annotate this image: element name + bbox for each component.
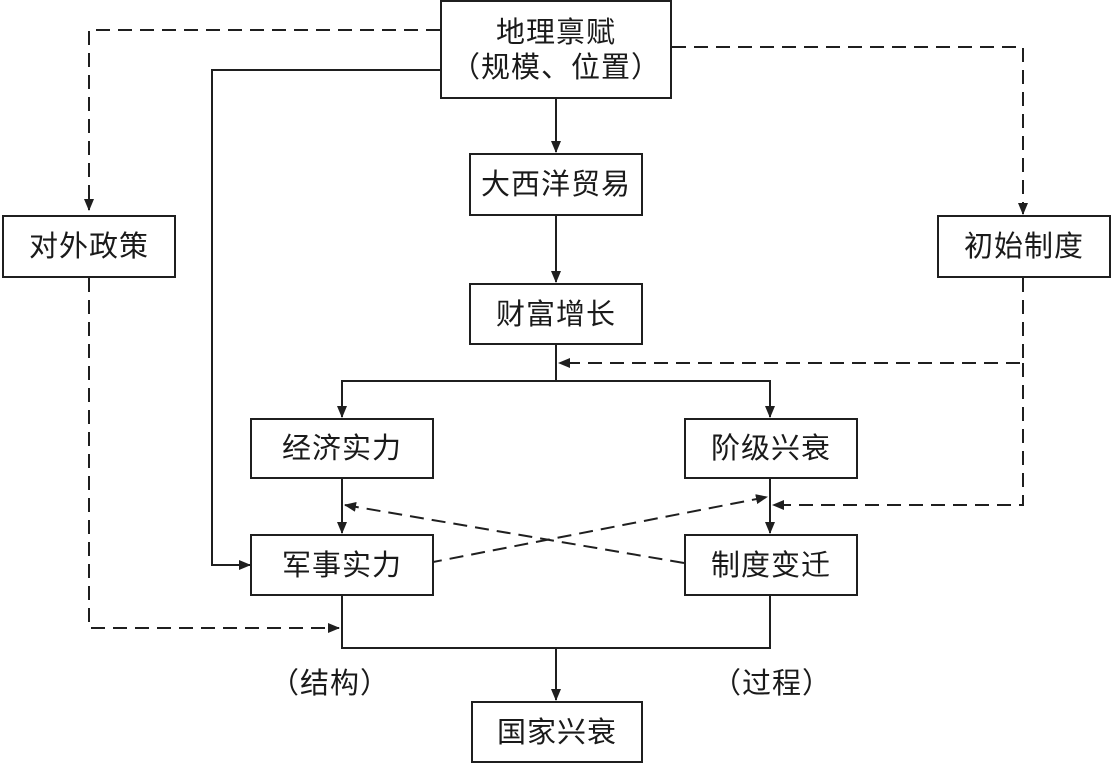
node-atlantic-trade: 大西洋贸易 [469, 153, 643, 216]
node-geographic-endowment-subtitle: （规模、位置） [450, 49, 661, 84]
edge-geo-initial [672, 46, 1028, 215]
edge-wealth-economy [337, 344, 557, 418]
node-nation-rise-fall: 国家兴衰 [471, 701, 643, 763]
node-geographic-endowment-title: 地理禀赋 [495, 14, 616, 49]
node-geographic-endowment: 地理禀赋 （规模、位置） [440, 0, 672, 99]
node-class-rise-fall: 阶级兴衰 [684, 418, 858, 479]
edge-foreign-nation [88, 278, 340, 633]
edge-institution-economy [344, 501, 685, 564]
node-economic-power: 经济实力 [250, 418, 434, 479]
edge-geo-military [211, 69, 440, 570]
node-military-power: 军事实力 [250, 534, 434, 596]
edge-military-nation [341, 596, 771, 649]
node-foreign-policy: 对外政策 [2, 215, 176, 278]
label-structure: （结构） [270, 666, 391, 700]
label-process: （过程） [712, 666, 833, 700]
edge-military-class [427, 494, 768, 564]
node-institutional-change: 制度变迁 [684, 534, 858, 596]
node-wealth-growth: 财富增长 [469, 283, 643, 345]
edge-initial-wealth [558, 278, 1024, 368]
edge-geo-foreign [84, 29, 440, 211]
edge-wealth-class [556, 380, 775, 418]
node-initial-institutions: 初始制度 [937, 215, 1111, 278]
edge-initial-institution [772, 363, 1024, 510]
